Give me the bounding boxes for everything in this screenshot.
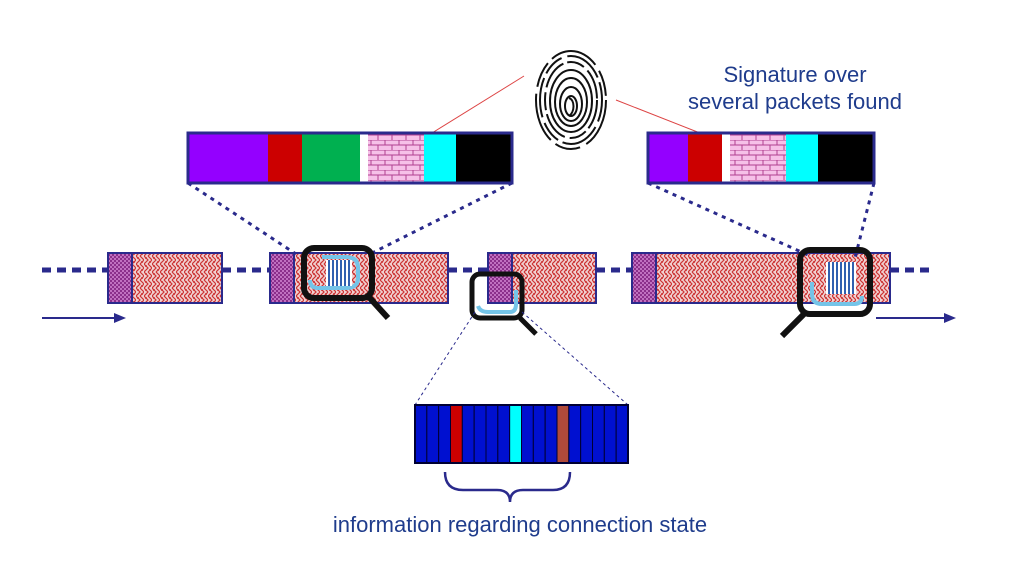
connection-state-bar (414, 404, 629, 464)
signature-caption-line2: several packets found (687, 89, 903, 114)
connection-state-caption: information regarding connection state (332, 512, 708, 537)
state-cell-blue (426, 404, 440, 464)
expanded-packet-right (646, 131, 876, 185)
zoom-lines-right (647, 181, 876, 259)
state-cell-blue (532, 404, 546, 464)
state-cell-blue (544, 404, 558, 464)
state-cell-blue (461, 404, 475, 464)
state-cell-blue (580, 404, 593, 464)
packet-header (269, 252, 295, 304)
packet-1 (107, 252, 223, 304)
state-cell-blue (603, 404, 617, 464)
state-bar-border (414, 404, 629, 464)
zoom-lines-left (187, 181, 513, 256)
state-cell-blue (521, 404, 534, 464)
packet-header (107, 252, 133, 304)
zoom-lines-state (414, 311, 629, 406)
signature-caption-line1: Signature over (723, 62, 867, 87)
state-cell-blue (485, 404, 499, 464)
expanded-packet-left (186, 131, 514, 185)
packet-payload (131, 252, 223, 304)
state-cell-brown (556, 404, 570, 464)
packet-3 (487, 252, 597, 304)
arrow-right-icon (42, 313, 126, 323)
state-cell-blue (473, 404, 487, 464)
arrow-right-icon (876, 313, 956, 323)
signature-caption: Signature over several packets found (660, 61, 930, 115)
magnifier-icon (301, 245, 391, 321)
state-cell-blue (414, 404, 428, 464)
brace-icon (443, 471, 572, 503)
state-cell-blue (592, 404, 605, 464)
magnifier-icon (779, 247, 873, 339)
state-cell-blue (497, 404, 511, 464)
state-cell-cyan (509, 404, 523, 464)
fingerprint-icon (535, 50, 607, 150)
packet-header (631, 252, 657, 304)
magnifier-icon (469, 271, 538, 336)
signature-pointer-lines (431, 75, 701, 134)
state-cell-red (450, 404, 463, 464)
packet-header (487, 252, 513, 304)
state-cell-blue (438, 404, 452, 464)
state-cell-blue (615, 404, 629, 464)
state-cell-blue (568, 404, 582, 464)
packet-payload (511, 252, 597, 304)
